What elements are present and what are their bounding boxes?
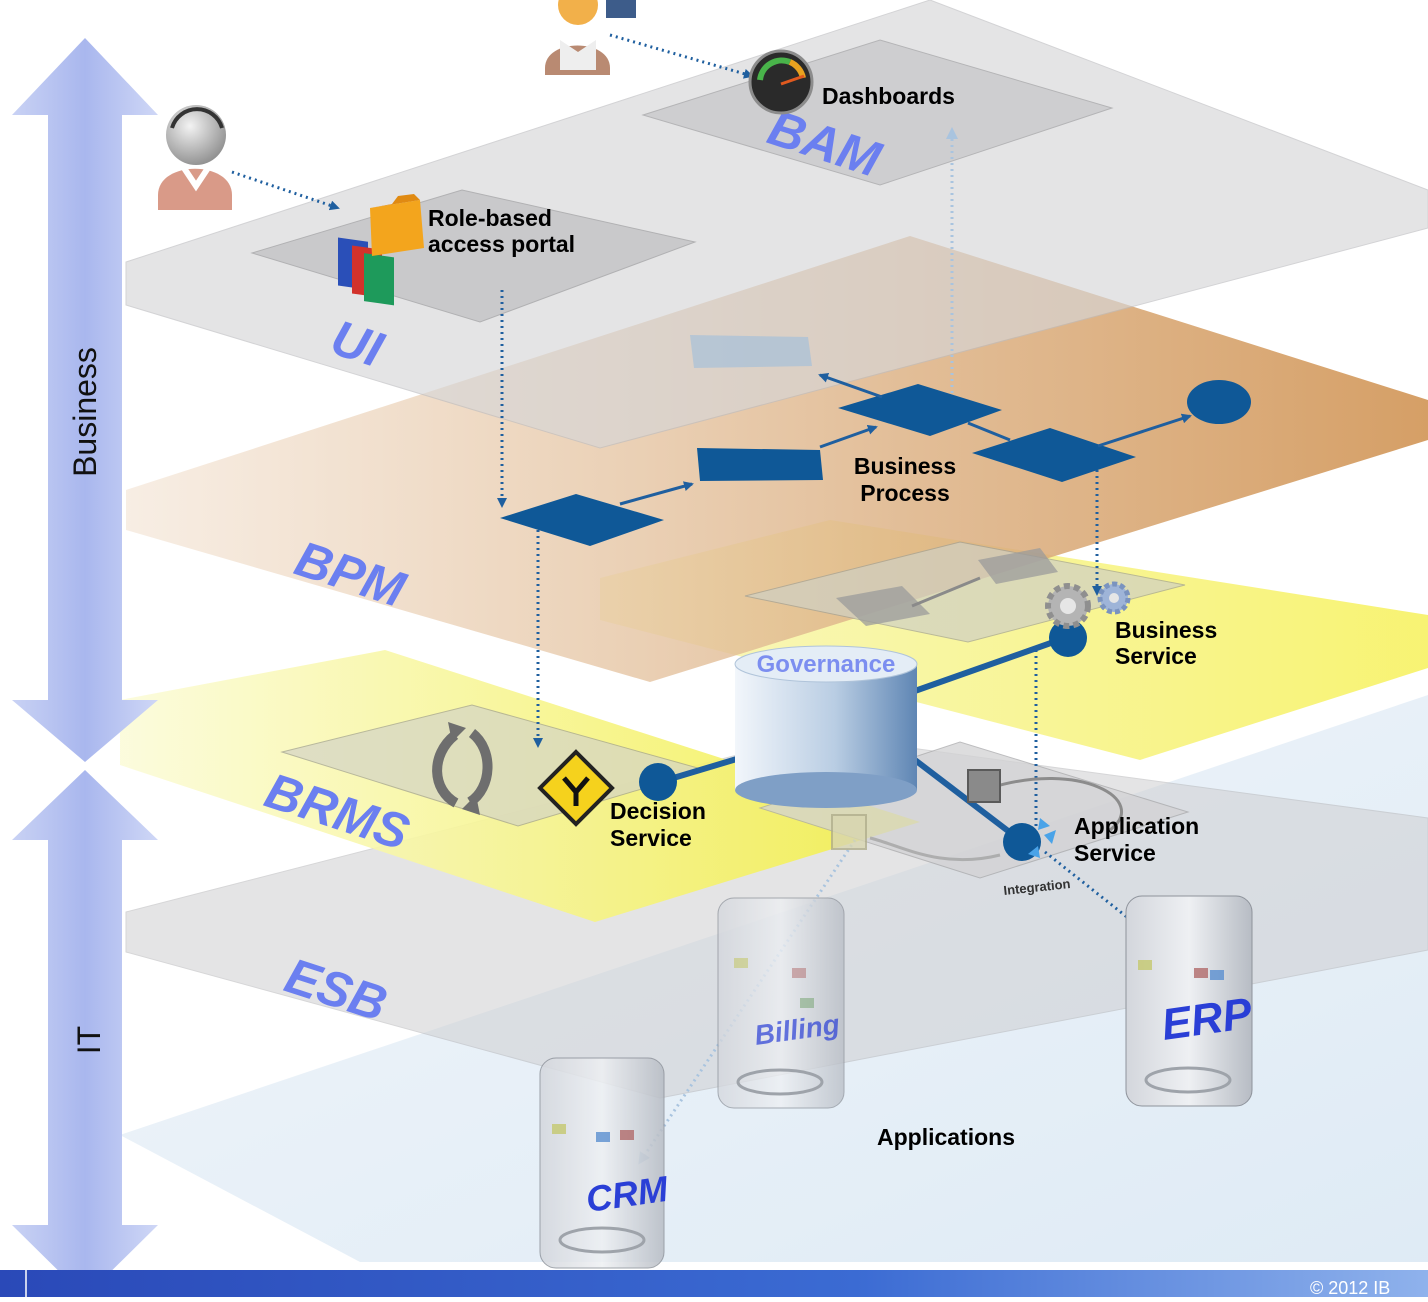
service-subplane [744, 541, 1186, 643]
integration-label: Integration [1003, 876, 1071, 898]
adapter-box [967, 769, 1001, 803]
operator-icon [158, 105, 232, 210]
business-process-flow [500, 372, 1251, 546]
copyright-text: © 2012 IB [1310, 1278, 1390, 1297]
integration-loop [989, 777, 1123, 832]
portal-label-line1: Role-based [428, 205, 552, 231]
decision-sign-icon [537, 749, 615, 827]
ui-plane [125, 0, 1428, 449]
database-icon [734, 645, 918, 808]
process-label-line1: Business [854, 453, 956, 479]
decision-service-node [639, 763, 677, 801]
process-label-line2: Process [860, 480, 950, 506]
governance-label: Governance [757, 651, 896, 678]
business-service-label-line2: Service [1115, 643, 1197, 669]
integration-loop [869, 836, 1001, 862]
dotted-link [609, 33, 754, 79]
refresh-arrowhead [448, 722, 466, 742]
service-flow-arrow [911, 576, 981, 608]
decision-service-label-line2: Service [610, 825, 692, 851]
portal-label-line2: access portal [428, 231, 575, 257]
user-icon [545, 0, 636, 75]
process-gateway-shape [972, 428, 1136, 482]
business-service-label-line1: Business [1115, 617, 1217, 643]
dashboards-label: Dashboards [822, 83, 955, 109]
integration-icon [1028, 818, 1056, 858]
business-service-node [1049, 619, 1087, 657]
application-service-label-line2: Service [1074, 840, 1156, 866]
process-end-event [1187, 380, 1251, 424]
gears-icon [1045, 581, 1131, 629]
folders-icon [338, 194, 424, 306]
governance-link [911, 635, 1066, 695]
business-it-axis-arrow [12, 38, 158, 1297]
adapter-box [831, 814, 867, 850]
process-task-shape [697, 448, 823, 481]
refresh-arrowhead [462, 795, 480, 815]
service-task-shape [836, 586, 930, 626]
server-icon [717, 897, 845, 1109]
server-icon [1125, 895, 1253, 1107]
dotted-link [231, 170, 340, 211]
dashboard-gauge-icon [748, 49, 814, 115]
service-task-shape [978, 548, 1058, 584]
it-axis-label: IT [71, 1026, 107, 1054]
faded-task-box [690, 335, 812, 368]
process-gateway-shape [500, 494, 664, 546]
applications-label: Applications [877, 1124, 1015, 1150]
application-service-label-line1: Application [1074, 813, 1199, 839]
decision-service-label-line1: Decision [610, 798, 706, 824]
business-axis-label: Business [67, 347, 103, 477]
server-icon [539, 1057, 665, 1269]
footer-bar [0, 1270, 1428, 1297]
